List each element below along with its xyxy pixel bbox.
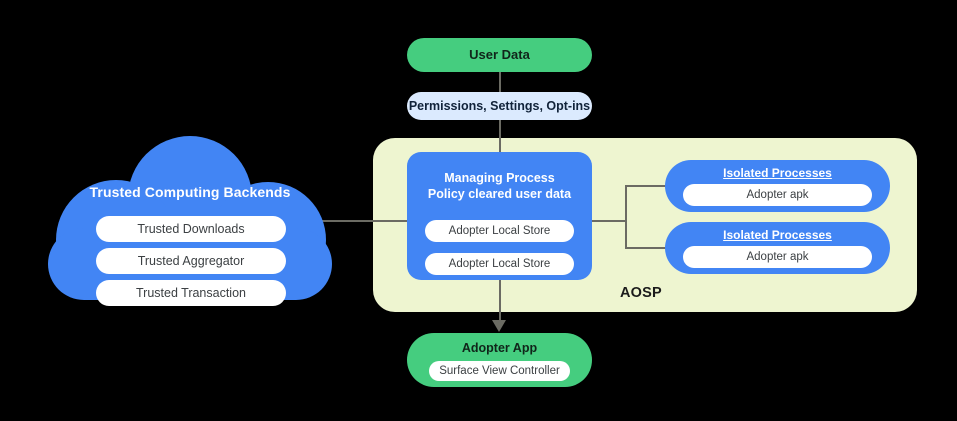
cloud-item-trusted-downloads[interactable]: Trusted Downloads bbox=[96, 216, 286, 242]
managing-process-title: Managing Process Policy cleared user dat… bbox=[407, 170, 592, 202]
isolated-process-title-1: Isolated Processes bbox=[723, 228, 832, 242]
cloud-title: Trusted Computing Backends bbox=[89, 184, 291, 200]
adopter-app-node[interactable]: Adopter App Surface View Controller bbox=[407, 333, 592, 387]
adopter-local-store-0[interactable]: Adopter Local Store bbox=[425, 220, 574, 242]
adopter-app-title: Adopter App bbox=[461, 341, 538, 355]
isolated-process-title-0: Isolated Processes bbox=[723, 166, 832, 180]
isolated-process-node-1[interactable]: Isolated Processes Adopter apk bbox=[665, 222, 890, 274]
connector-managingprocess-fork bbox=[592, 220, 627, 222]
connector-fork-to-isolated-1 bbox=[625, 247, 667, 249]
managing-process-title-line2: Policy cleared user data bbox=[427, 187, 572, 201]
user-data-node[interactable]: User Data bbox=[407, 38, 592, 72]
permissions-label: Permissions, Settings, Opt-ins bbox=[408, 99, 591, 113]
adopter-local-store-1[interactable]: Adopter Local Store bbox=[425, 253, 574, 275]
managing-process-title-line1: Managing Process bbox=[444, 171, 555, 185]
adopter-apk-0[interactable]: Adopter apk bbox=[683, 184, 872, 206]
trusted-computing-cloud: Trusted Computing Backends Trusted Downl… bbox=[42, 136, 338, 306]
surface-view-controller[interactable]: Surface View Controller bbox=[429, 361, 570, 381]
cloud-item-trusted-aggregator[interactable]: Trusted Aggregator bbox=[96, 248, 286, 274]
isolated-process-node-0[interactable]: Isolated Processes Adopter apk bbox=[665, 160, 890, 212]
managing-process-node[interactable]: Managing Process Policy cleared user dat… bbox=[407, 152, 592, 280]
connector-managingprocess-adopterapp bbox=[499, 280, 501, 324]
connector-cloud-managingprocess bbox=[318, 220, 408, 222]
user-data-label: User Data bbox=[469, 47, 530, 62]
connector-fork-vertical bbox=[625, 185, 627, 249]
cloud-item-trusted-transaction[interactable]: Trusted Transaction bbox=[96, 280, 286, 306]
permissions-settings-optins-node[interactable]: Permissions, Settings, Opt-ins bbox=[407, 92, 592, 120]
connector-permissions-managingprocess bbox=[499, 120, 501, 152]
connector-fork-to-isolated-0 bbox=[625, 185, 667, 187]
connector-userdata-permissions bbox=[499, 72, 501, 92]
aosp-label: AOSP bbox=[620, 285, 662, 301]
arrowhead-down-icon bbox=[492, 320, 506, 332]
adopter-apk-1[interactable]: Adopter apk bbox=[683, 246, 872, 268]
